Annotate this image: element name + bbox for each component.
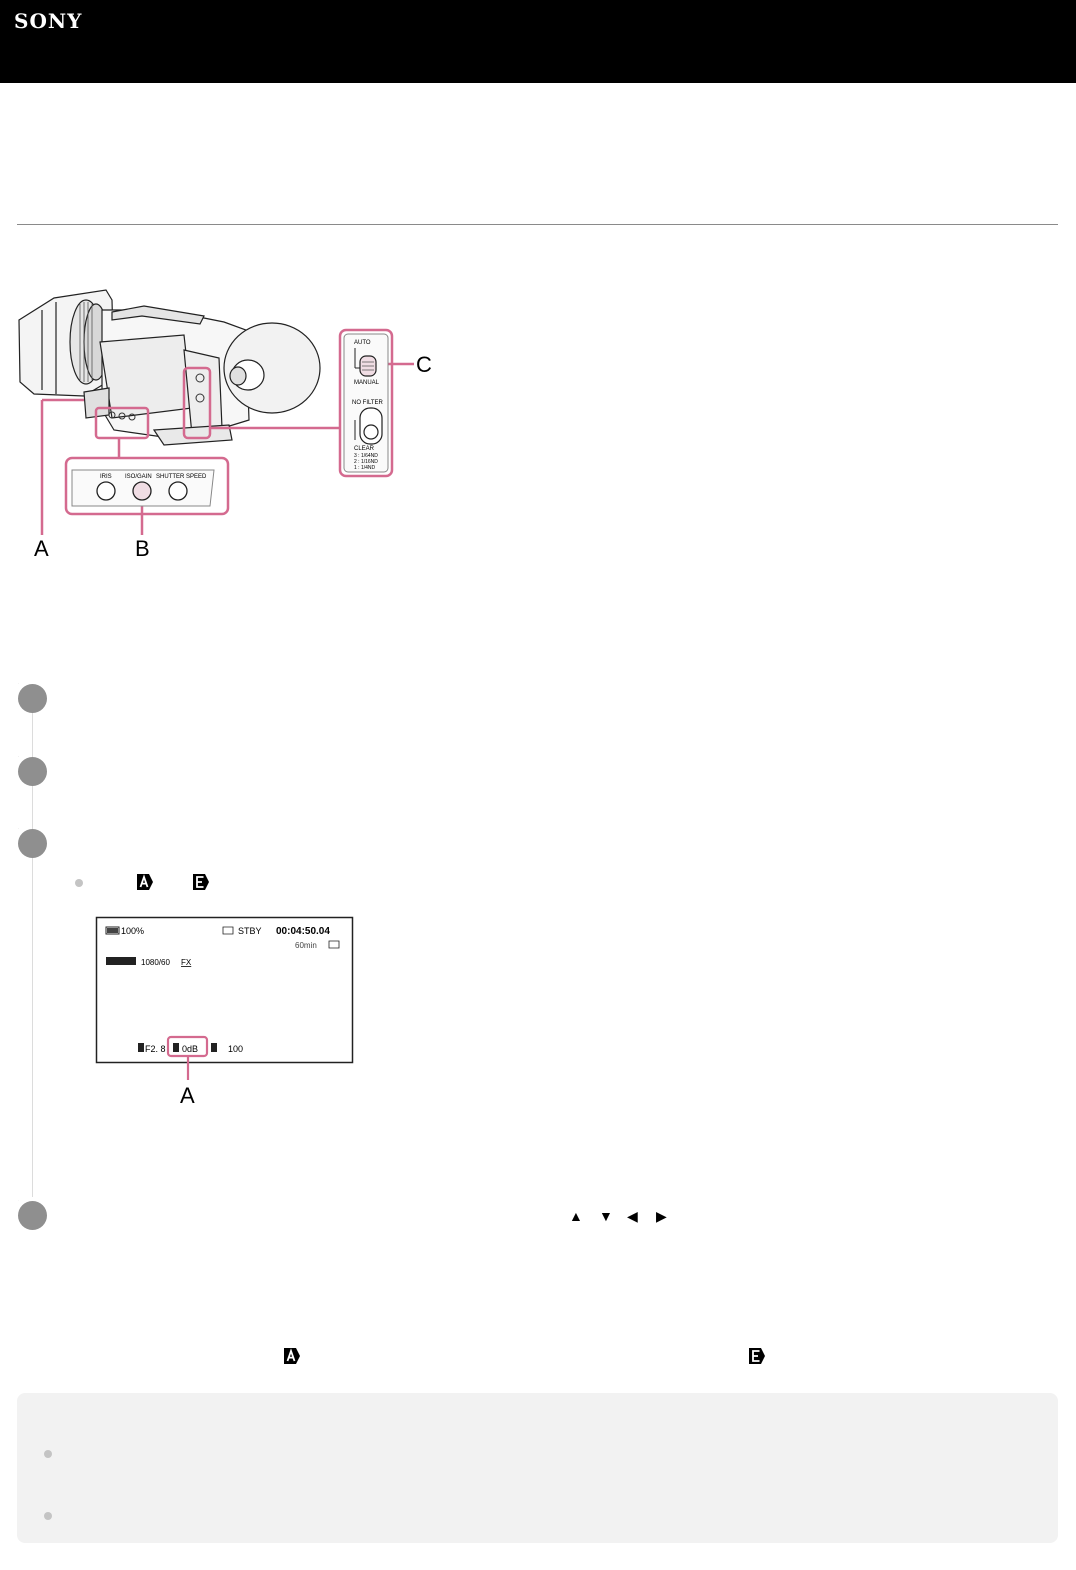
- callout-b: B: [135, 536, 150, 561]
- lcd-iris: F2. 8: [145, 1044, 166, 1054]
- badge-a-icon: [284, 1348, 300, 1364]
- switch-panel-enlarged: AUTO MANUAL NO FILTER CLEAR 3 : 1/64ND 2…: [343, 333, 389, 473]
- no-filter-label: NO FILTER: [352, 400, 384, 406]
- header-bar: SONY: [0, 0, 1076, 83]
- button-panel-enlarged: IRIS ISO/GAIN SHUTTER SPEED: [71, 469, 215, 507]
- media-icon: [222, 926, 234, 935]
- iris-label: IRIS: [100, 474, 112, 480]
- media-icon-small: [328, 940, 340, 949]
- step-3-sub-bullet: [75, 879, 83, 887]
- lcd-battery: 100%: [121, 926, 144, 936]
- note-bullet-2: [44, 1512, 52, 1520]
- note-bullet-1: [44, 1450, 52, 1458]
- lcd-timecode: 00:04:50.04: [276, 926, 330, 937]
- lcd-remaining: 60min: [295, 941, 317, 950]
- nd-filter-2: 2 : 1/16ND: [354, 459, 378, 465]
- step-2-marker: 2: [18, 757, 47, 786]
- title-divider: [17, 224, 1058, 225]
- nd-filter-3: 1 : 1/4ND: [354, 465, 376, 471]
- lcd-callout-a: A: [180, 1083, 195, 1105]
- badge-a-icon: [137, 874, 153, 890]
- shutter-speed-label: SHUTTER SPEED: [156, 474, 207, 480]
- lcd-screen-illustration: 100% STBY 00:04:50.04 60min 1080/60 FX F…: [95, 916, 354, 1105]
- camcorder-diagram: IRIS ISO/GAIN SHUTTER SPEED AUTO MANUAL …: [18, 289, 432, 561]
- badge-e-icon: [749, 1348, 765, 1364]
- arrow-down-icon: ▼: [599, 1208, 613, 1224]
- lcd-mode: FX: [181, 958, 192, 967]
- camcorder-body: [18, 289, 321, 446]
- arrow-up-icon: ▲: [569, 1208, 583, 1224]
- badge-e-icon: [193, 874, 209, 890]
- arrow-left-icon: ◀: [627, 1208, 638, 1224]
- sony-logo: SONY: [14, 9, 83, 33]
- step-4-marker: 4: [18, 1201, 47, 1230]
- callout-c: C: [416, 352, 432, 377]
- manual-label: MANUAL: [354, 380, 380, 386]
- arrow-right-icon: ▶: [656, 1208, 667, 1224]
- clear-label: CLEAR: [354, 446, 375, 452]
- step-1-marker: 1: [18, 684, 47, 713]
- auto-label: AUTO: [354, 340, 371, 346]
- iso-gain-label: ISO/GAIN: [125, 474, 152, 480]
- note-box: [17, 1393, 1058, 1543]
- format-icon: [106, 957, 136, 965]
- highlight-boxes: [40, 328, 414, 535]
- lcd-gain: 0dB: [182, 1044, 198, 1054]
- step-3-marker: 3: [18, 829, 47, 858]
- lcd-format: 1080/60: [141, 958, 170, 967]
- step-connector-line: [32, 712, 33, 1197]
- callout-a: A: [34, 536, 49, 561]
- lcd-shutter: 100: [228, 1044, 243, 1054]
- lcd-status: STBY: [238, 926, 262, 936]
- nd-filter-1: 3 : 1/64ND: [354, 453, 378, 459]
